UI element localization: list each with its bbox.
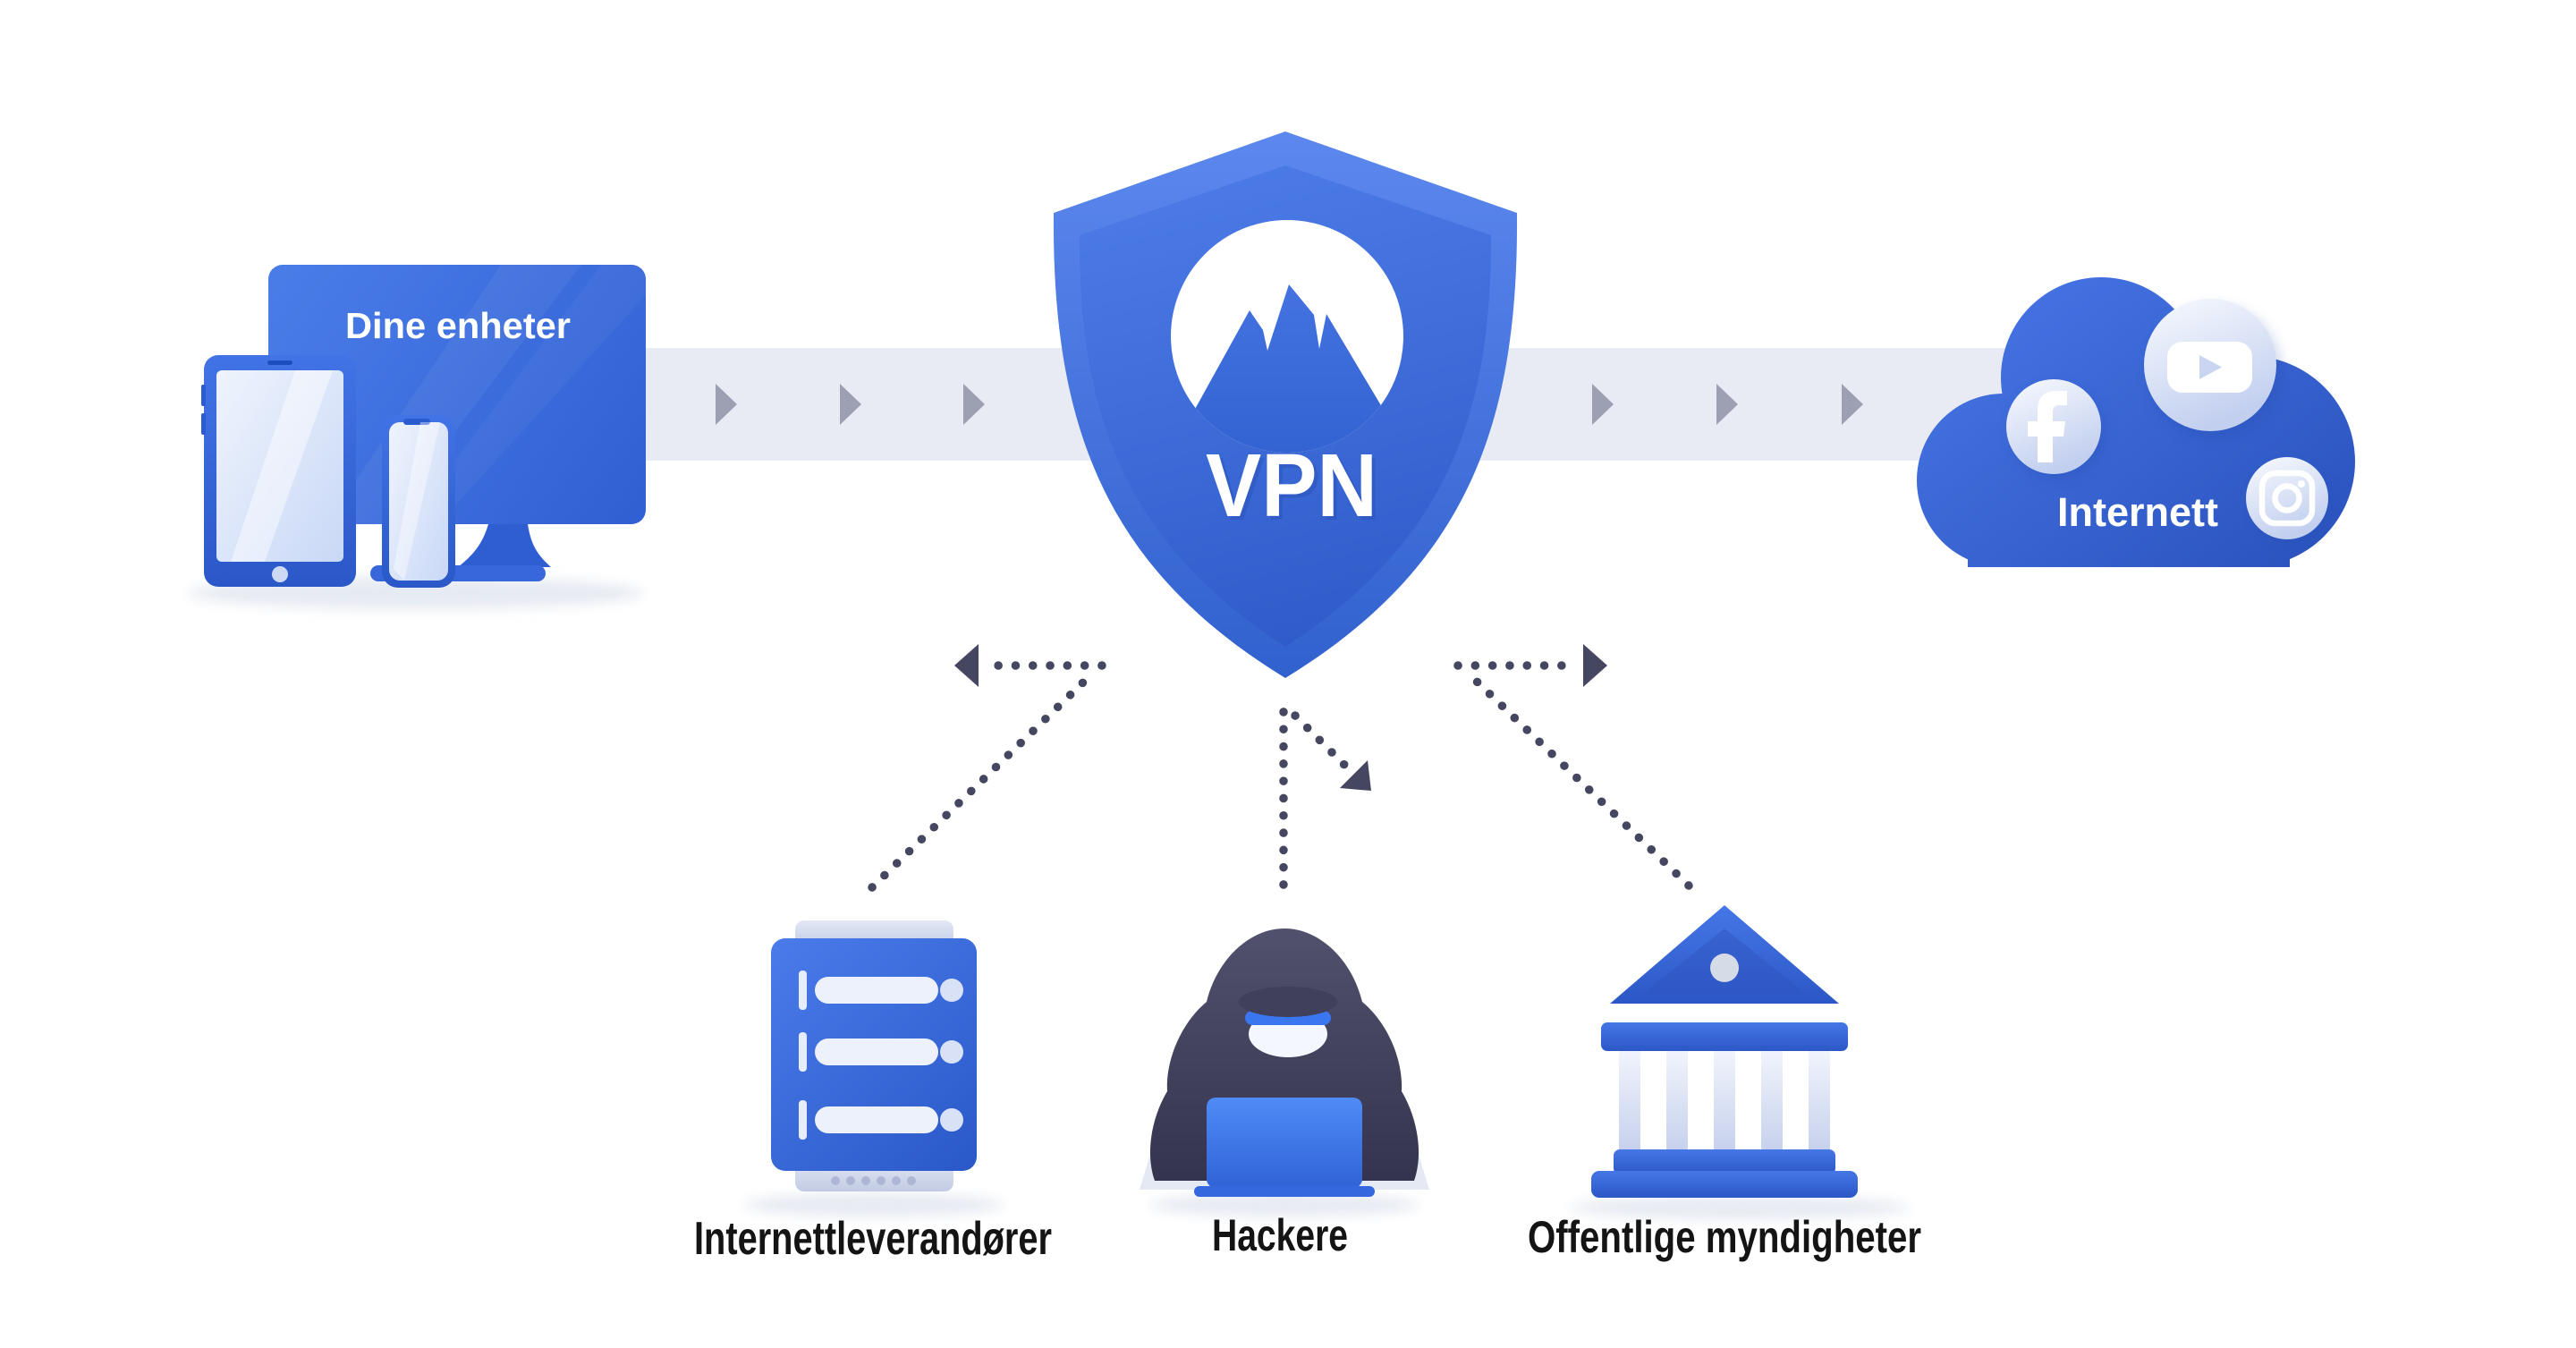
smartphone-screen-sheen xyxy=(394,422,440,581)
building-step-upper xyxy=(1614,1149,1835,1174)
server-shadow xyxy=(744,1193,1004,1217)
devices-group-icon: Dine enheter xyxy=(188,265,646,609)
tablet-side-button xyxy=(201,385,206,406)
facebook-icon xyxy=(2028,391,2067,462)
play-arrow-icon xyxy=(1716,384,1738,425)
smartphone-screen xyxy=(389,422,448,581)
internet-cloud-icon: Internett xyxy=(1917,277,2355,567)
instagram-icon xyxy=(2258,470,2316,527)
hackers-label: Hackere xyxy=(1212,1210,1348,1260)
play-arrow-icon xyxy=(840,384,861,425)
devices-label: Dine enheter xyxy=(345,305,571,346)
instagram-badge xyxy=(2246,457,2328,539)
tablet-icon xyxy=(201,355,356,587)
arrowhead-left-icon xyxy=(954,644,979,687)
play-arrow-icon xyxy=(963,384,985,425)
building-step-lower xyxy=(1591,1171,1858,1198)
play-arrow-icon xyxy=(1842,384,1863,425)
monitor-stand-neck xyxy=(458,524,551,567)
server-icon xyxy=(744,920,1004,1217)
hooded-hacker-icon xyxy=(1140,928,1429,1217)
server-rows xyxy=(799,971,963,1140)
tablet-camera xyxy=(267,360,292,365)
laptop-icon xyxy=(1207,1098,1362,1188)
hacker-hood-brim xyxy=(1239,987,1337,1017)
building-entablature xyxy=(1601,1022,1848,1051)
youtube-icon xyxy=(2167,342,2252,393)
tablet-screen-sheen xyxy=(231,370,333,562)
tablet-home-button xyxy=(272,566,288,582)
shield-mountain-icon: VPN VPN xyxy=(1053,131,1518,678)
play-arrow-icon xyxy=(716,384,737,425)
internet-label: Internett xyxy=(2057,489,2218,535)
play-arrow-icon xyxy=(1592,384,1614,425)
laptop-base xyxy=(1194,1186,1375,1197)
government-label: Offentlige myndigheter xyxy=(1528,1212,1921,1262)
vpn-label: VPN xyxy=(1206,436,1377,536)
mountain-icon xyxy=(1171,284,1395,453)
isp-label: Internettleverandører xyxy=(694,1213,1052,1265)
tablet-side-button xyxy=(201,413,206,435)
arrowhead-deflect-icon xyxy=(1340,760,1371,791)
building-shadow xyxy=(1570,1196,1910,1219)
dotted-arrow-hacker xyxy=(1279,706,1371,889)
vpn-label-shadow: VPN xyxy=(1209,439,1381,539)
hacker-shadow xyxy=(1150,1193,1419,1217)
building-columns xyxy=(1619,1051,1830,1153)
server-vents xyxy=(831,1176,916,1185)
dotted-arrow-isp xyxy=(868,644,1106,892)
government-building-icon xyxy=(1570,905,1910,1219)
dotted-arrow-government xyxy=(1453,644,1693,890)
building-pediment-dot xyxy=(1710,954,1739,982)
arrowhead-right-icon xyxy=(1583,644,1607,687)
tablet-screen xyxy=(216,370,343,562)
smartphone-notch xyxy=(403,419,430,425)
dotted-arrows xyxy=(868,644,1693,892)
traffic-band-arrows xyxy=(716,384,1863,425)
monitor-sheen xyxy=(407,265,646,524)
smartphone-icon xyxy=(382,415,455,588)
